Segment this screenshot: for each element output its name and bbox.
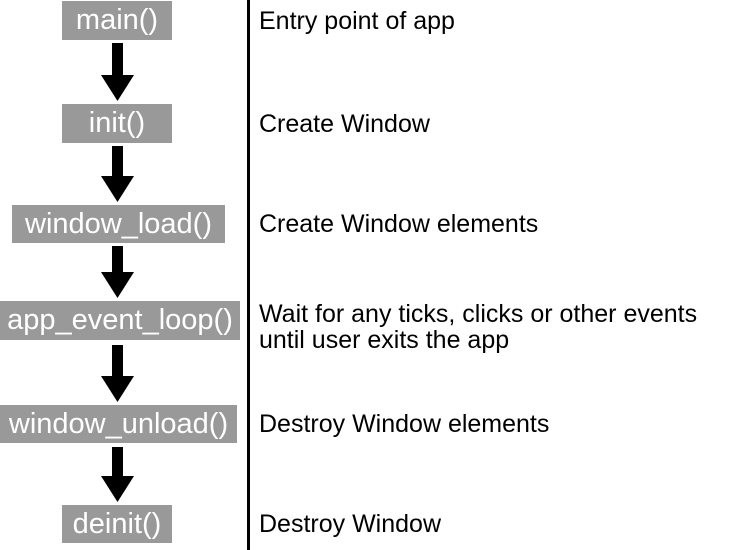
- down-arrow-glyph: [101, 246, 134, 298]
- flow-node-label: app_event_loop(): [7, 304, 233, 336]
- flow-node-app-event-loop[interactable]: app_event_loop(): [0, 301, 240, 340]
- flow-node-main[interactable]: main(): [62, 1, 172, 40]
- down-arrow-glyph: [101, 43, 134, 101]
- down-arrow-glyph: [101, 345, 134, 402]
- column-divider: [247, 0, 250, 550]
- flow-node-label: main(): [75, 4, 159, 36]
- description-app-event-loop: Wait for any ticks, clicks or other even…: [259, 300, 698, 354]
- flow-node-label: window_load(): [25, 207, 212, 240]
- flow-node-label: window_unload(): [8, 407, 229, 440]
- flow-node-window-load[interactable]: window_load(): [12, 205, 225, 243]
- down-arrow-icon: [100, 447, 135, 502]
- down-arrow-icon: [100, 345, 135, 402]
- description-deinit: Destroy Window: [259, 510, 441, 538]
- flow-node-init[interactable]: init(): [62, 104, 172, 143]
- flow-node-label: init(): [88, 107, 146, 139]
- description-window-unload: Destroy Window elements: [259, 410, 550, 438]
- down-arrow-glyph: [101, 146, 134, 202]
- description-init: Create Window: [259, 110, 430, 138]
- down-arrow-icon: [100, 146, 135, 202]
- down-arrow-glyph: [101, 447, 134, 502]
- flow-node-window-unload[interactable]: window_unload(): [0, 405, 237, 443]
- flow-node-deinit[interactable]: deinit(): [62, 505, 172, 543]
- description-window-load: Create Window elements: [259, 210, 539, 238]
- flow-node-label: deinit(): [72, 507, 162, 540]
- down-arrow-icon: [100, 43, 135, 101]
- down-arrow-icon: [100, 246, 135, 298]
- description-main: Entry point of app: [259, 7, 455, 35]
